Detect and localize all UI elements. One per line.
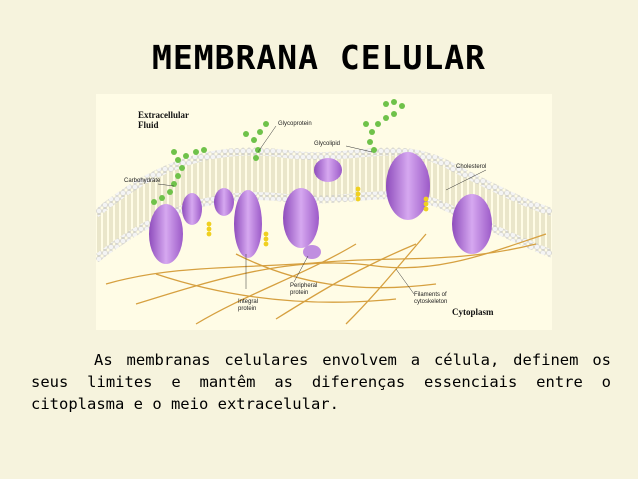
label-cholesterol: Cholesterol — [456, 164, 487, 170]
label-filaments: Filaments of cytoskeleton — [414, 292, 448, 305]
integral-proteins — [149, 152, 492, 264]
membrane-diagram: Extracellular Fluid Glycoprotein Glycoli… — [96, 94, 552, 330]
label-glycolipid: Glycolipid — [314, 141, 341, 147]
pointer-lines — [157, 125, 487, 295]
cytoskeleton-filaments — [105, 233, 547, 325]
label-carbohydrate: Carbohydrate — [124, 178, 161, 184]
page-title: MEMBRANA CELULAR — [152, 38, 486, 77]
label-peripheral-protein: Peripheral protein — [290, 283, 318, 296]
label-extracellular: Extracellular Fluid — [138, 110, 189, 130]
membrane-illustration — [96, 99, 552, 325]
caption-text: As membranas celulares envolvem a célula… — [31, 351, 611, 413]
carbohydrate-chains — [151, 99, 405, 205]
cholesterol-molecules — [206, 186, 429, 247]
label-integral-protein: Integral protein — [238, 299, 259, 312]
label-cytoplasm: Cytoplasm — [452, 307, 494, 317]
label-glycoprotein: Glycoprotein — [278, 121, 312, 127]
